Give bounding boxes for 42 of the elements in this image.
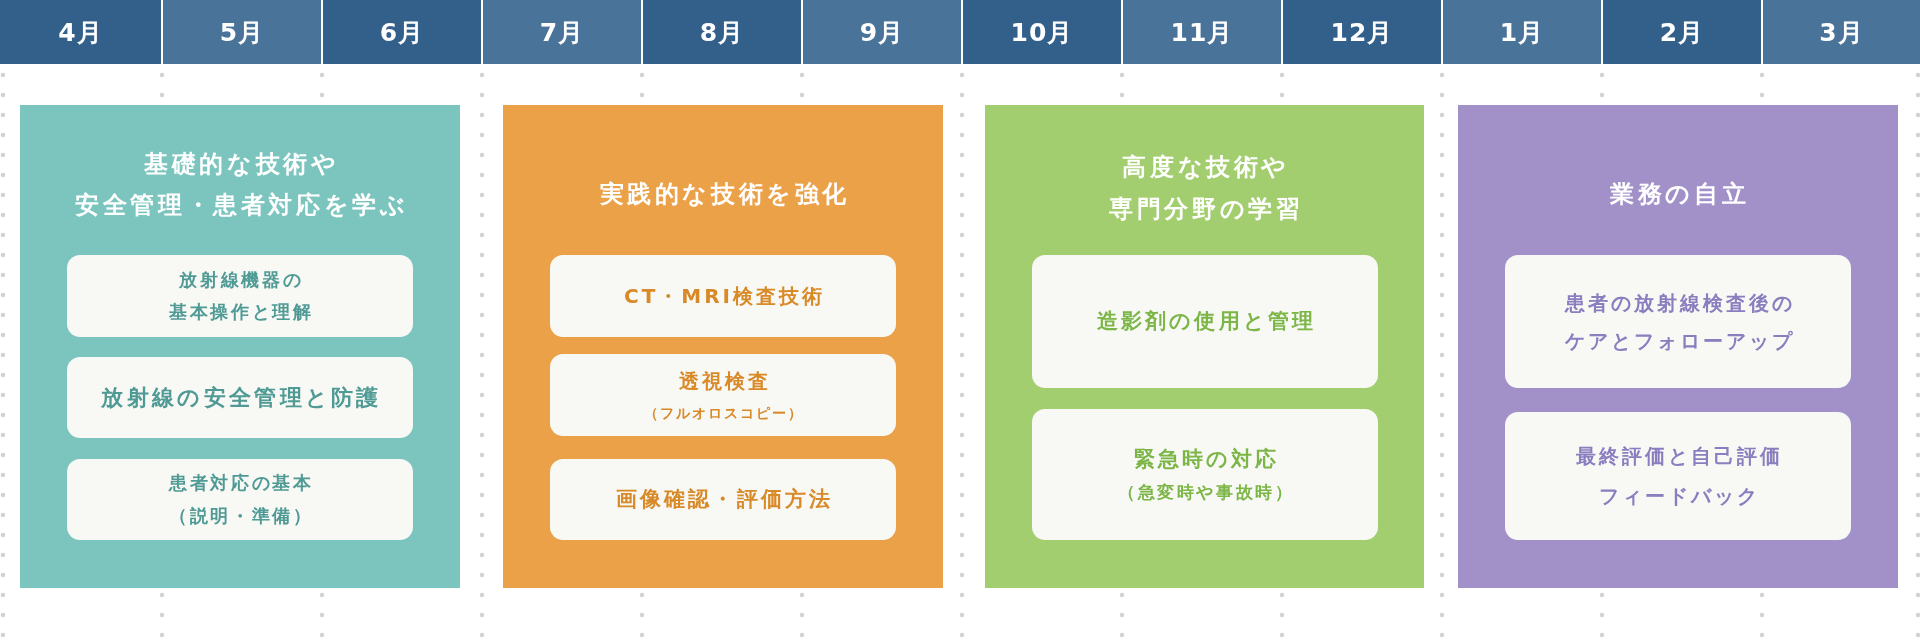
month-header: 10月	[963, 0, 1121, 64]
month-header: 1月	[1443, 0, 1601, 64]
month-header: 9月	[803, 0, 961, 64]
topic-card	[1032, 255, 1378, 388]
topic-text: CT・MRI検査技術	[622, 283, 826, 310]
topic-card	[67, 357, 413, 438]
month-header: 5月	[163, 0, 321, 64]
phase-title: 業務の自立	[1609, 179, 1750, 210]
topic-text: 放射線の安全管理と防護	[100, 384, 382, 412]
month-header: 4月	[0, 0, 161, 64]
month-header: 3月	[1763, 0, 1920, 64]
topic-text: 患者対応の基本（説明・準備）	[167, 471, 315, 528]
topic-card	[1032, 409, 1378, 540]
month-header: 6月	[323, 0, 481, 64]
topic-card	[1505, 255, 1851, 388]
phase-title: 高度な技術や専門分野の学習	[1108, 152, 1304, 225]
topic-card	[550, 459, 896, 540]
topic-note: （急変時や事故時）	[1117, 481, 1295, 504]
topic-text: 造影剤の使用と管理	[1095, 307, 1317, 335]
month-header: 8月	[643, 0, 801, 64]
phase-panel	[503, 105, 943, 588]
topic-text: 画像確認・評価方法	[614, 485, 834, 513]
phase-panel	[20, 105, 460, 588]
month-header: 12月	[1283, 0, 1441, 64]
month-header: 7月	[483, 0, 641, 64]
topic-card	[550, 255, 896, 337]
topic-card	[1505, 412, 1851, 540]
topic-card	[67, 255, 413, 337]
phase-title: 実践的な技術を強化	[598, 179, 850, 210]
topic-card	[67, 459, 413, 540]
topic-note: （フルオロスコピー）	[642, 404, 805, 423]
phase-title: 基礎的な技術や安全管理・患者対応を学ぶ	[74, 149, 409, 221]
month-header: 2月	[1603, 0, 1761, 64]
month-header: 11月	[1123, 0, 1281, 64]
phase-panel	[985, 105, 1424, 588]
topic-card	[550, 354, 896, 436]
topic-text: 患者の放射線検査後のケアとフォローアップ	[1563, 289, 1795, 355]
topic-text: 放射線機器の基本操作と理解	[167, 267, 315, 324]
topic-text: 緊急時の対応	[1132, 445, 1280, 473]
topic-text: 透視検査	[677, 368, 771, 395]
phase-panel	[1458, 105, 1898, 588]
topic-text: 最終評価と自己評価フィードバック	[1575, 443, 1784, 510]
